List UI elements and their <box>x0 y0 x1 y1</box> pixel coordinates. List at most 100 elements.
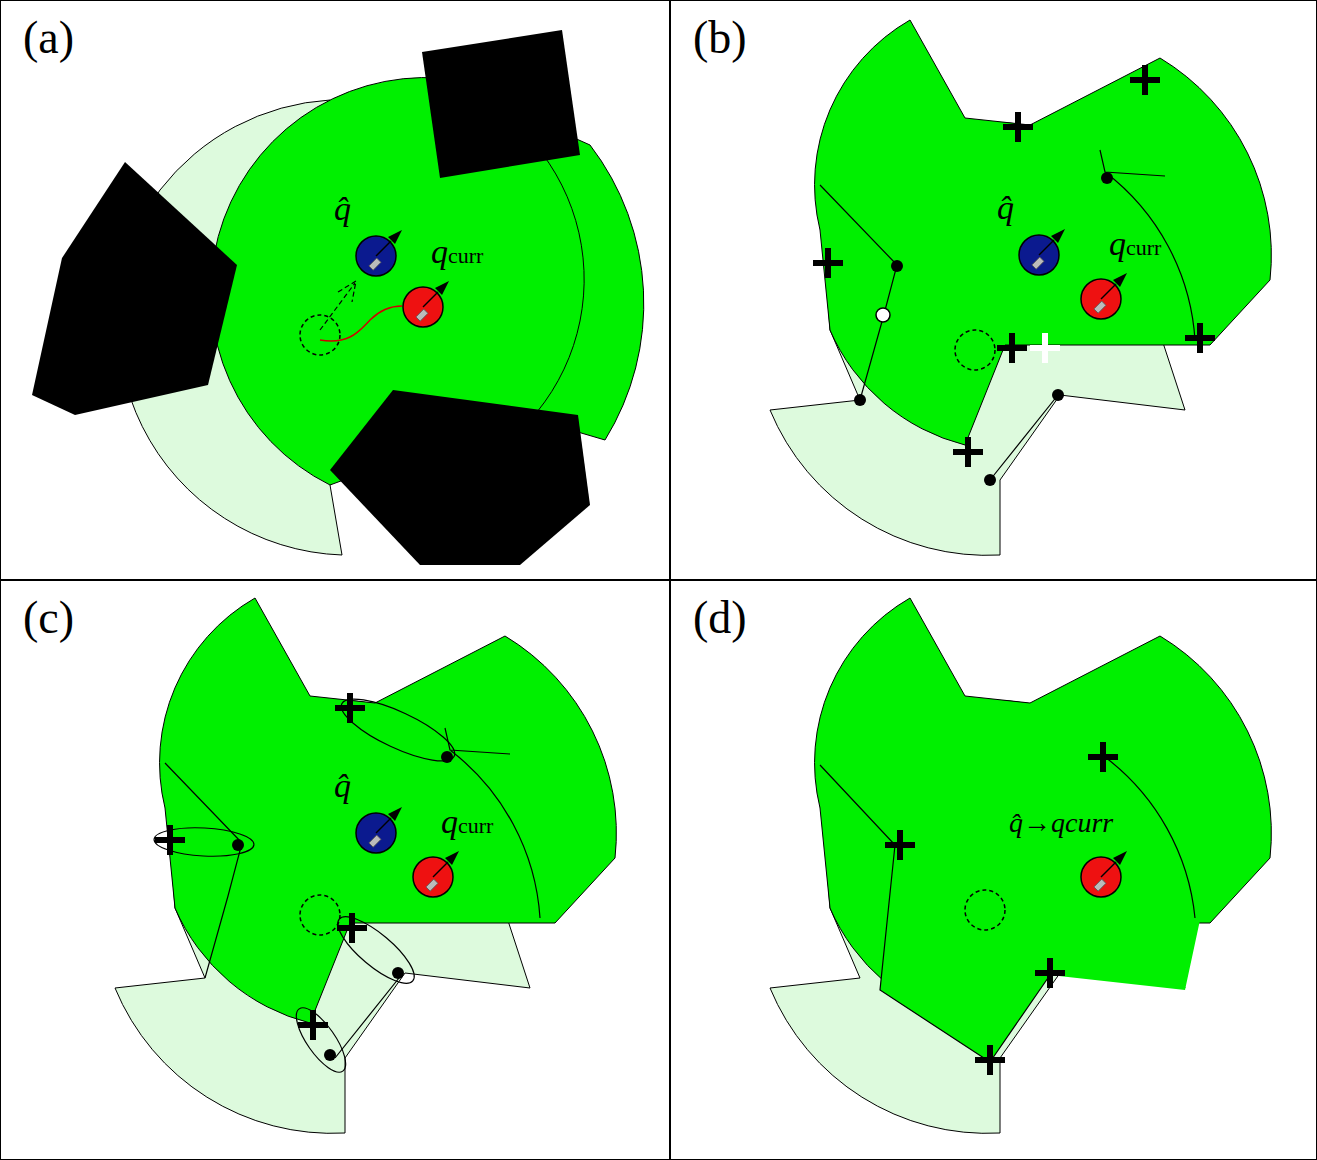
panel-label: (a) <box>23 11 74 64</box>
match-ellipse <box>288 1001 355 1079</box>
footprint-group <box>115 598 616 1133</box>
robot-pose: qcurr <box>413 857 453 897</box>
past-pose <box>300 895 340 935</box>
cross-marker <box>1088 742 1118 772</box>
feature-crosses <box>885 742 1118 1075</box>
cross-marker <box>953 437 983 467</box>
panel-label: (b) <box>693 11 747 64</box>
heading-line <box>376 241 391 256</box>
robot-pose: qcurr <box>403 287 443 327</box>
cross-marker <box>1185 323 1215 353</box>
pose-label: qcurr <box>441 805 493 839</box>
feature-dots <box>854 172 1113 486</box>
robot-pose: q̂ <box>356 813 396 853</box>
pose-label: q̂ <box>334 192 351 226</box>
pose-label: q̂→qcurr <box>1009 809 1113 837</box>
robot-body <box>403 287 443 327</box>
robot-sensor <box>426 879 438 891</box>
dot-marker <box>1052 389 1064 401</box>
robot-body <box>413 857 453 897</box>
cross-marker <box>298 1010 328 1040</box>
cross-marker <box>1003 112 1033 142</box>
heading-arrow <box>1113 273 1127 287</box>
robot-body <box>356 236 396 276</box>
cross-marker <box>813 248 843 278</box>
past-pose <box>955 330 995 370</box>
heading-arrow <box>1051 229 1065 243</box>
robot-sensor <box>416 309 428 321</box>
heading-arrow <box>388 230 402 244</box>
dot-marker <box>891 260 903 272</box>
robot-body <box>356 813 396 853</box>
heading-line <box>1039 240 1054 255</box>
heading-line <box>1101 862 1116 877</box>
robot-sensor <box>1094 879 1106 891</box>
dot-marker <box>392 967 404 979</box>
cross-marker <box>1035 958 1065 988</box>
footprint-boundary <box>820 150 1195 480</box>
heading-arrow <box>1113 851 1127 865</box>
footprint-boundary <box>820 757 1195 1062</box>
dot-marker <box>441 751 453 763</box>
trajectory <box>320 306 402 341</box>
sensor-footprint <box>160 598 617 1023</box>
panel-label: (d) <box>693 591 747 644</box>
obstacle <box>422 30 580 178</box>
panel-frame: (b) q̂ qcurr <box>670 0 1317 580</box>
pose-label: q̂ <box>334 769 351 803</box>
robot-body <box>1019 235 1059 275</box>
past-pose <box>300 315 340 355</box>
match-ellipse <box>334 687 462 772</box>
sensor-footprint <box>880 845 1200 1062</box>
robot-sensor <box>369 258 381 270</box>
cross-marker <box>1130 65 1160 95</box>
dot-marker <box>854 394 866 406</box>
robot-icon <box>356 236 396 276</box>
pose-label: qcurr <box>431 235 483 269</box>
robot-icon <box>403 287 443 327</box>
match-ellipses <box>153 687 461 1079</box>
dot-marker <box>984 474 996 486</box>
robot-sensor <box>369 835 381 847</box>
dot-marker <box>876 308 890 322</box>
dot-marker <box>1101 172 1113 184</box>
heading-line <box>423 292 438 307</box>
pose-label: qcurr <box>1109 227 1161 261</box>
footprint-boundary <box>165 728 540 1058</box>
obstacle <box>330 390 590 565</box>
footprint-group <box>770 598 1271 1133</box>
panel-frame: (a)q̂qcurr <box>0 0 670 580</box>
robot-pose: q̂ <box>1019 235 1059 275</box>
panel-label: (c) <box>23 591 74 644</box>
robot-icon <box>1081 857 1121 897</box>
robot-sensor <box>1032 257 1044 269</box>
panel-frame: (d) q̂→qcurr <box>670 580 1317 1160</box>
heading-line <box>376 818 391 833</box>
match-ellipse <box>153 825 254 858</box>
pose-label: q̂ <box>997 191 1014 225</box>
robot-body <box>1081 279 1121 319</box>
cross-marker <box>997 333 1027 363</box>
cross-marker <box>975 1045 1005 1075</box>
robot-pose: q̂→qcurr <box>1081 857 1121 897</box>
robot-sensor <box>1094 301 1106 313</box>
cross-marker <box>885 830 915 860</box>
match-ellipse <box>329 907 423 993</box>
robot-icon <box>413 857 453 897</box>
dot-marker <box>232 839 244 851</box>
heading-line <box>1101 284 1116 299</box>
dot-marker <box>324 1049 336 1061</box>
heading-arrow <box>435 281 449 295</box>
robot-pose: qcurr <box>1081 279 1121 319</box>
robot-icon <box>356 813 396 853</box>
robot-icon <box>1081 279 1121 319</box>
cross-marker <box>1030 333 1060 363</box>
panel-frame: (c) q̂ qcurr <box>0 580 670 1160</box>
feature-crosses <box>813 65 1215 467</box>
cross-marker <box>335 693 365 723</box>
robot-icon <box>1019 235 1059 275</box>
past-heading <box>320 281 356 330</box>
heading-arrow <box>388 807 402 821</box>
robot-pose: q̂ <box>356 236 396 276</box>
cross-marker <box>155 825 185 855</box>
